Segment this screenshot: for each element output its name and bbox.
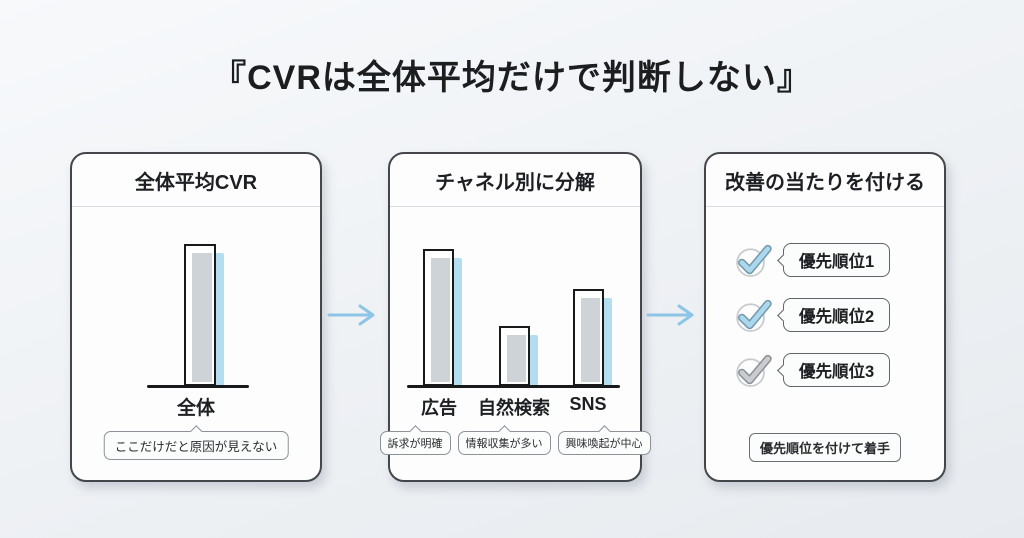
priority-bubble-1: 優先順位1 (783, 243, 891, 277)
bar-label: 全体 (176, 398, 215, 419)
page-title: 『CVRは全体平均だけで判断しない』 (212, 59, 812, 97)
bar-label-organic-search: 自然検索 (478, 398, 550, 418)
bar-fill (581, 298, 600, 382)
check-icon (736, 244, 772, 277)
x-axis (147, 385, 249, 388)
arrow-right-icon (646, 304, 694, 326)
bar-fill (431, 258, 450, 382)
arrow-right-icon (327, 304, 375, 326)
bar-overall (184, 244, 224, 386)
note-bubble-start: 優先順位を付けて着手 (748, 433, 902, 462)
check-icon (736, 354, 772, 387)
panel-header: 改善の当たりを付ける (706, 154, 944, 207)
bar-outline (573, 289, 604, 386)
note-bubble-ads: 訴求が明確 (379, 431, 451, 455)
bar-fill (192, 253, 212, 382)
notes-row: 訴求が明確 情報収集が多い 興味喚起が中心 (379, 431, 651, 455)
bar-sns (573, 289, 612, 386)
bar-outline (499, 326, 530, 386)
panel-header: 全体平均CVR (72, 154, 320, 207)
priority-bubble-3: 優先順位3 (783, 353, 891, 387)
panel-channel-breakdown: チャネル別に分解 広告 自然検索 SNS 訴求が明確 情報収集が多い 興味 (379, 152, 651, 482)
bar-outline (184, 244, 216, 386)
priority-row-3: 優先順位3 (734, 351, 891, 389)
bar-chart-channels: 広告 自然検索 SNS 訴求が明確 情報収集が多い 興味喚起が中心 (379, 207, 651, 480)
x-axis (407, 385, 620, 388)
bar-label-sns: SNS (569, 394, 607, 414)
panel-overall-average-cvr: 全体平均CVR 全体 ここだけだと原因が見えない (70, 152, 322, 482)
priority-bubble-2: 優先順位2 (783, 298, 891, 332)
bar-ads (423, 249, 462, 386)
note-bubble-organic-search: 情報収集が多い (457, 431, 551, 455)
panel-header: チャネル別に分解 (390, 154, 640, 207)
bar-shadow (215, 253, 224, 386)
priority-list: 優先順位1 優先順位2 優先順位3 優先順位を付けて着手 (706, 207, 944, 480)
bar-outline (423, 249, 454, 386)
bar-shadow (603, 298, 612, 386)
note-bubble: ここだけだと原因が見えない (103, 431, 289, 460)
bar-organic-search (499, 326, 538, 386)
bar-shadow (453, 258, 462, 386)
note-bubble-sns: 興味喚起が中心 (557, 431, 651, 455)
bar-shadow (529, 335, 538, 386)
panel-improvement-priorities: 改善の当たりを付ける 優先順位1 優先順位2 優先順位3 (704, 152, 946, 482)
bar-label-ads: 広告 (421, 398, 457, 418)
priority-row-1: 優先順位1 (734, 241, 891, 279)
bar-fill (507, 335, 526, 382)
bar-chart-overall: 全体 ここだけだと原因が見えない (72, 207, 320, 480)
check-icon (736, 299, 772, 332)
priority-row-2: 優先順位2 (734, 296, 891, 334)
